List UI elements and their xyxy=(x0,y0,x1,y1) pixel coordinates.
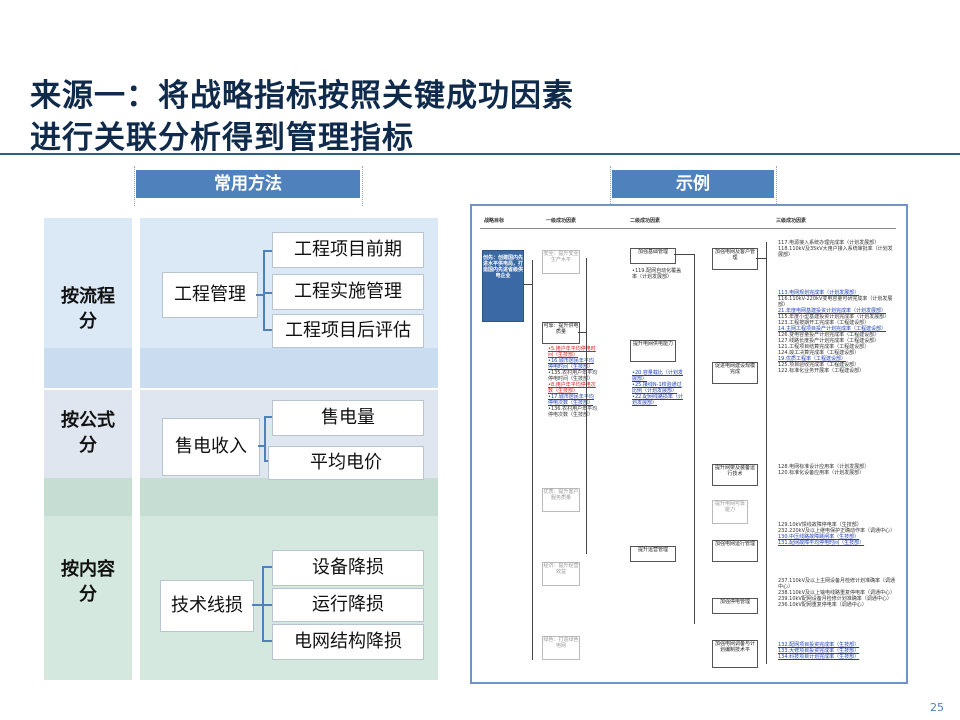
example-connector xyxy=(756,258,766,259)
tree-child-box: 电网结构降损 xyxy=(272,624,424,660)
example-level3-box: 加强电网运行管理 xyxy=(712,540,758,562)
tree-child-box: 售电量 xyxy=(272,400,424,436)
example-col-header: 一级成功因素 xyxy=(546,218,577,224)
tree-child-box: 工程项目前期 xyxy=(272,232,424,268)
tree-connector xyxy=(263,250,265,330)
tree-child-box: 平均电价 xyxy=(268,446,424,480)
example-col-header: 三级成功因素 xyxy=(776,218,807,224)
header-divider xyxy=(776,166,777,206)
header-divider xyxy=(610,166,611,206)
band-separator xyxy=(44,478,132,516)
example-level4-list: 113.电网规划完成率（计划发展部） 116.110kV-220kV变电容量可研… xyxy=(778,290,893,374)
example-connector xyxy=(674,254,694,255)
tree-child-box: 工程项目后评估 xyxy=(272,314,424,348)
example-level1-box: 绿色：打造绿色电网 xyxy=(542,636,580,660)
example-level3-box: 加强电网调备与计划编制技术平 xyxy=(712,640,758,668)
example-level4-list: 128.电网标准设计应用率（计划发展部） 120.标准化设备应用率（计划发展部） xyxy=(778,464,870,476)
example-level3-box: 加强停电管理 xyxy=(712,598,758,614)
example-level3-box: 加强电网及客户管理 xyxy=(712,248,758,270)
example-diagram: 战略目标 一级成功因素 二级成功因素 三级成功因素 创先：创建国内先进水平供电局… xyxy=(470,204,908,684)
left-section-header: 常用方法 xyxy=(136,170,360,198)
example-connector xyxy=(532,260,533,660)
example-level1-box: 可靠：提升供电质量 xyxy=(542,322,580,344)
tree-connector xyxy=(263,329,273,331)
tree-connector xyxy=(264,416,274,418)
band-separator xyxy=(44,348,132,388)
tree-child-box: 设备降损 xyxy=(272,550,424,586)
band-separator xyxy=(140,348,438,388)
example-col-header: 二级成功因素 xyxy=(630,218,661,224)
example-connector xyxy=(766,242,767,664)
example-level2-detail: •20.容量载比（计划发展部） •25.接线N-1校验通过比例（计划发展部） •… xyxy=(632,370,683,406)
category-cell-content xyxy=(44,516,132,680)
example-level2-box: 加强基础管理 xyxy=(630,248,676,264)
tree-root-box: 售电收入 xyxy=(162,418,260,476)
example-level4-list: 132.配网项目投资完成率（生技部） 133.大修项目投资完成率（生技部） 13… xyxy=(778,642,860,660)
header-divider xyxy=(134,166,135,206)
example-connector xyxy=(524,284,532,285)
tree-root-box: 技术线损 xyxy=(160,580,254,632)
page-number: 25 xyxy=(930,701,944,714)
example-level1-detail: •5.用户年平均停电时间（生技部） •16.城市居民年平均停电时间（生技部） •… xyxy=(548,346,598,418)
tree-connector xyxy=(262,566,272,568)
example-level3-box: 提升网架及装备运行技术 xyxy=(712,464,758,486)
band-separator xyxy=(140,478,438,516)
example-level3-box: 提升电网可靠能力 xyxy=(712,500,748,524)
example-level1-box: 经济：提升经营效益 xyxy=(542,562,580,586)
right-section-header: 示例 xyxy=(612,170,774,198)
tree-connector xyxy=(263,250,273,252)
example-header-rule xyxy=(480,228,896,229)
example-level4-list: 117.电源接入系统办理完成率（计划发展部） 118.110kV及35kV大用户… xyxy=(778,240,893,258)
tree-connector xyxy=(258,445,266,447)
example-strategic-goal: 创先：创建国内先进水平供电局，打造国内先进省级供电企业 xyxy=(482,250,524,322)
tree-connector xyxy=(263,292,273,294)
category-label-process: 按流程分 xyxy=(61,286,115,332)
tree-connector xyxy=(252,604,264,606)
tree-connector xyxy=(264,416,266,462)
example-level2-detail: •119.配网自动化覆盖率（计划发展部） xyxy=(632,268,682,280)
tree-child-box: 工程实施管理 xyxy=(272,274,424,310)
category-label-content: 按内容分 xyxy=(61,559,115,605)
example-level1-box: 优质：提升客户服务质量 xyxy=(542,488,580,512)
page-title-line-2: 进行关联分析得到管理指标 xyxy=(30,120,414,156)
example-connector xyxy=(578,332,586,333)
example-level4-list: 237.110kV及以上主网设备月检修计划准确率（调通中心） 238.110kV… xyxy=(778,578,895,608)
example-level1-box: 安全：提升安全生产水平 xyxy=(542,250,580,274)
tree-connector xyxy=(262,604,272,606)
tree-connector xyxy=(256,294,264,296)
header-divider xyxy=(362,166,363,206)
category-cell-formula xyxy=(44,390,132,478)
page-title-line-1: 来源一：将战略指标按照关键成功因素 xyxy=(30,78,574,114)
title-divider xyxy=(0,153,960,155)
tree-root-box: 工程管理 xyxy=(162,272,258,318)
tree-child-box: 运行降损 xyxy=(272,588,424,622)
category-label-formula: 按公式分 xyxy=(61,410,115,456)
example-level3-box: 促进电网建设规模完成 xyxy=(712,362,758,384)
example-level2-box: 提升运营管理 xyxy=(630,546,676,562)
example-level4-list: 129.10kV馈线故障停电率（生技部） 232.220kV及以上继电保护正确动… xyxy=(778,522,895,546)
example-connector xyxy=(694,254,695,624)
example-level2-box: 提升电网供电能力 xyxy=(630,340,676,362)
tree-connector xyxy=(262,640,272,642)
example-connector xyxy=(586,258,587,554)
example-col-header: 战略目标 xyxy=(484,218,505,224)
